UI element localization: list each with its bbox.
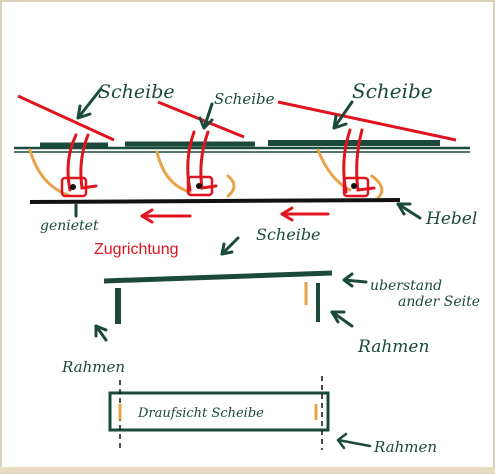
label-scheibe-1: Scheibe xyxy=(98,81,175,103)
lever-3b xyxy=(355,128,376,192)
label-rahmen-left: Rahmen xyxy=(61,358,125,376)
rail-top xyxy=(14,146,470,153)
orange-arc-3b xyxy=(370,174,384,200)
rivet-dot-1 xyxy=(70,184,76,190)
rivets xyxy=(60,175,370,198)
arrow-rahmen-left xyxy=(94,324,108,342)
arrow-rahmen-right xyxy=(330,310,354,328)
lever-1a xyxy=(66,133,78,192)
zugrichtung-arrows xyxy=(140,206,330,224)
red-diagonal-3 xyxy=(277,100,457,142)
label-scheibe-3: Scheibe xyxy=(352,79,433,103)
label-scheibe-2: Scheibe xyxy=(214,90,275,108)
rivet-block-1 xyxy=(60,176,88,198)
draufsicht-view: Draufsicht Scheibe Rahmen xyxy=(108,376,437,456)
side-arrows xyxy=(94,272,368,342)
zug-arrow-1-head xyxy=(140,208,154,224)
label-zugrichtung: Zugrichtung xyxy=(94,241,179,258)
lever-2b xyxy=(199,130,218,190)
arrow-side-scheibe xyxy=(220,236,240,256)
orange-arc-2b xyxy=(226,174,236,198)
red-diagonal-1 xyxy=(17,94,115,142)
arrow-rahmen-right-head xyxy=(330,310,346,324)
side-scheibe-plate xyxy=(103,270,333,284)
arrow-side-scheibe-head xyxy=(220,242,234,256)
draufsicht-rect xyxy=(108,391,330,432)
zug-arrow-2-head xyxy=(280,206,294,222)
arrow-hebel-head xyxy=(396,202,412,216)
rivet-dot-3 xyxy=(351,183,357,189)
rivet-dot-2 xyxy=(196,183,202,189)
label-ueberstand-2: ander Seite xyxy=(398,294,480,310)
arrow-scheibe-2 xyxy=(202,102,214,130)
hebel-bar xyxy=(29,198,401,204)
rivet-block-2 xyxy=(186,175,214,197)
orange-arc-2 xyxy=(155,150,192,194)
lever-1b xyxy=(79,133,98,190)
label-rahmen-bottom: Rahmen xyxy=(373,438,437,456)
arrow-scheibe-3-head xyxy=(332,114,348,130)
side-scheibe-arrow xyxy=(220,236,240,256)
arrow-rahmen-bottom xyxy=(336,438,372,448)
arrow-rahmen-bottom-head xyxy=(336,432,348,450)
side-view: Scheibe uberstand ander Seite Rahmen Rah… xyxy=(61,225,480,376)
arrow-ueberstand-head xyxy=(342,272,354,288)
arrow-scheibe-1-head xyxy=(76,104,92,120)
arrow-scheibe-2-head xyxy=(198,116,214,130)
label-scheibe-side: Scheibe xyxy=(256,225,321,244)
rivet-block-3 xyxy=(342,176,370,198)
label-draufsicht: Draufsicht Scheibe xyxy=(137,406,264,421)
label-hebel: Hebel xyxy=(425,209,477,229)
arrow-hebel xyxy=(396,202,422,220)
scheibe-plates xyxy=(40,140,440,148)
arrow-ueberstand xyxy=(342,278,368,284)
label-rahmen-right: Rahmen xyxy=(357,337,429,357)
arrow-scheibe-3 xyxy=(332,100,354,130)
label-genietet: genietet xyxy=(40,218,99,234)
orange-arc-1 xyxy=(28,148,70,197)
arrow-scheibe-1 xyxy=(76,88,102,120)
label-ueberstand-1: uberstand xyxy=(370,278,442,294)
arrow-rahmen-left-head xyxy=(94,324,108,338)
draufsicht-arrow xyxy=(336,432,372,450)
scheibe-pointer-arrows xyxy=(74,88,422,220)
